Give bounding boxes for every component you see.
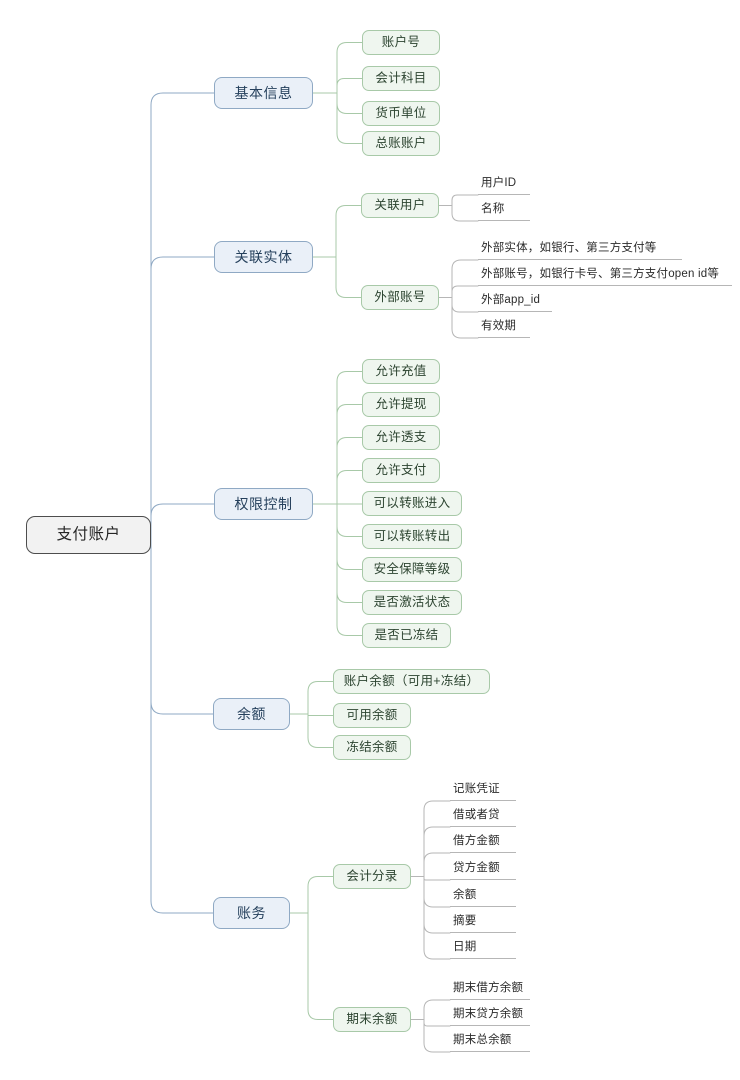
- connector-line: [150, 534, 214, 715]
- connector-line: [336, 92, 363, 144]
- connector-line: [150, 503, 215, 536]
- connector-line: [423, 852, 451, 877]
- sub-leaf-node[interactable]: 摘要: [450, 913, 516, 933]
- leaf-node[interactable]: 会计科目: [362, 66, 440, 91]
- connector-line: [336, 437, 363, 505]
- connector-line: [451, 205, 479, 222]
- sub-leaf-node[interactable]: 用户ID: [478, 175, 530, 195]
- connector-line: [150, 534, 214, 914]
- sub-leaf-node[interactable]: 名称: [478, 201, 530, 221]
- connector-line: [336, 92, 363, 114]
- connector-line: [423, 876, 451, 934]
- sub-leaf-node[interactable]: 余额: [450, 887, 516, 907]
- connector-line: [336, 78, 363, 94]
- connector-line: [335, 256, 362, 298]
- sub-leaf-node[interactable]: 外部实体，如银行、第三方支付等: [478, 240, 682, 260]
- connector-line: [423, 999, 451, 1020]
- leaf-node[interactable]: 货币单位: [362, 101, 440, 126]
- connector-line: [423, 876, 451, 960]
- sub-leaf-node[interactable]: 日期: [450, 939, 516, 959]
- branch-node-related-entity[interactable]: 关联实体: [214, 241, 313, 273]
- root-node[interactable]: 支付账户: [26, 516, 151, 554]
- connector-line: [150, 92, 215, 536]
- leaf-node[interactable]: 允许提现: [362, 392, 440, 417]
- sub-leaf-node[interactable]: 期末贷方余额: [450, 1006, 530, 1026]
- sub-leaf-node[interactable]: 记账凭证: [450, 781, 516, 801]
- connector-line: [423, 800, 451, 877]
- sub-leaf-node[interactable]: 贷方金额: [450, 860, 516, 880]
- leaf-node[interactable]: 是否已冻结: [362, 623, 451, 648]
- connector-line: [336, 470, 363, 505]
- connector-line: [335, 205, 362, 258]
- sub-leaf-node[interactable]: 有效期: [478, 318, 530, 338]
- sub-leaf-node[interactable]: 期末总余额: [450, 1032, 530, 1052]
- connector-line: [423, 1019, 451, 1027]
- leaf-node[interactable]: 账户号: [362, 30, 440, 55]
- leaf-node[interactable]: 是否激活状态: [362, 590, 462, 615]
- connector-line: [307, 713, 334, 716]
- connector-line: [451, 285, 479, 298]
- connector-line: [451, 259, 479, 298]
- branch-node-accounting[interactable]: 账务: [213, 897, 290, 929]
- connector-line: [150, 256, 215, 536]
- leaf-node[interactable]: 外部账号: [361, 285, 439, 310]
- sub-leaf-node[interactable]: 期末借方余额: [450, 980, 530, 1000]
- connector-line: [307, 681, 334, 715]
- leaf-node[interactable]: 可以转账转出: [362, 524, 462, 549]
- leaf-node[interactable]: 允许支付: [362, 458, 440, 483]
- leaf-node[interactable]: 会计分录: [333, 864, 411, 889]
- connector-line: [423, 876, 451, 908]
- connector-line: [336, 503, 363, 636]
- connector-line: [336, 503, 363, 603]
- connector-line: [307, 713, 334, 748]
- leaf-node[interactable]: 总账账户: [362, 131, 440, 156]
- sub-leaf-node[interactable]: 外部账号，如银行卡号、第三方支付open id等: [478, 266, 732, 286]
- sub-leaf-node[interactable]: 外部app_id: [478, 292, 552, 312]
- leaf-node[interactable]: 可以转账进入: [362, 491, 462, 516]
- connector-line: [336, 503, 363, 537]
- connector-line: [423, 876, 451, 881]
- leaf-node[interactable]: 账户余额（可用+冻结）: [333, 669, 490, 694]
- leaf-node[interactable]: 期末余额: [333, 1007, 411, 1032]
- connector-line: [307, 876, 334, 914]
- branch-node-balance[interactable]: 余额: [213, 698, 290, 730]
- connector-line: [336, 503, 363, 570]
- connector-line: [336, 42, 363, 94]
- branch-node-permission-control[interactable]: 权限控制: [214, 488, 313, 520]
- connector-line: [423, 1019, 451, 1053]
- connector-line: [451, 194, 479, 206]
- leaf-node[interactable]: 安全保障等级: [362, 557, 462, 582]
- leaf-node[interactable]: 关联用户: [361, 193, 439, 218]
- connector-line: [451, 297, 479, 313]
- leaf-node[interactable]: 冻结余额: [333, 735, 411, 760]
- leaf-node[interactable]: 允许充值: [362, 359, 440, 384]
- sub-leaf-node[interactable]: 借方金额: [450, 833, 516, 853]
- branch-node-basic-info[interactable]: 基本信息: [214, 77, 313, 109]
- leaf-node[interactable]: 允许透支: [362, 425, 440, 450]
- connector-line: [423, 826, 451, 877]
- connector-line: [451, 297, 479, 339]
- connector-line: [336, 404, 363, 505]
- connector-line: [307, 912, 334, 1020]
- sub-leaf-node[interactable]: 借或者贷: [450, 807, 516, 827]
- connector-line: [336, 371, 363, 505]
- leaf-node[interactable]: 可用余额: [333, 703, 411, 728]
